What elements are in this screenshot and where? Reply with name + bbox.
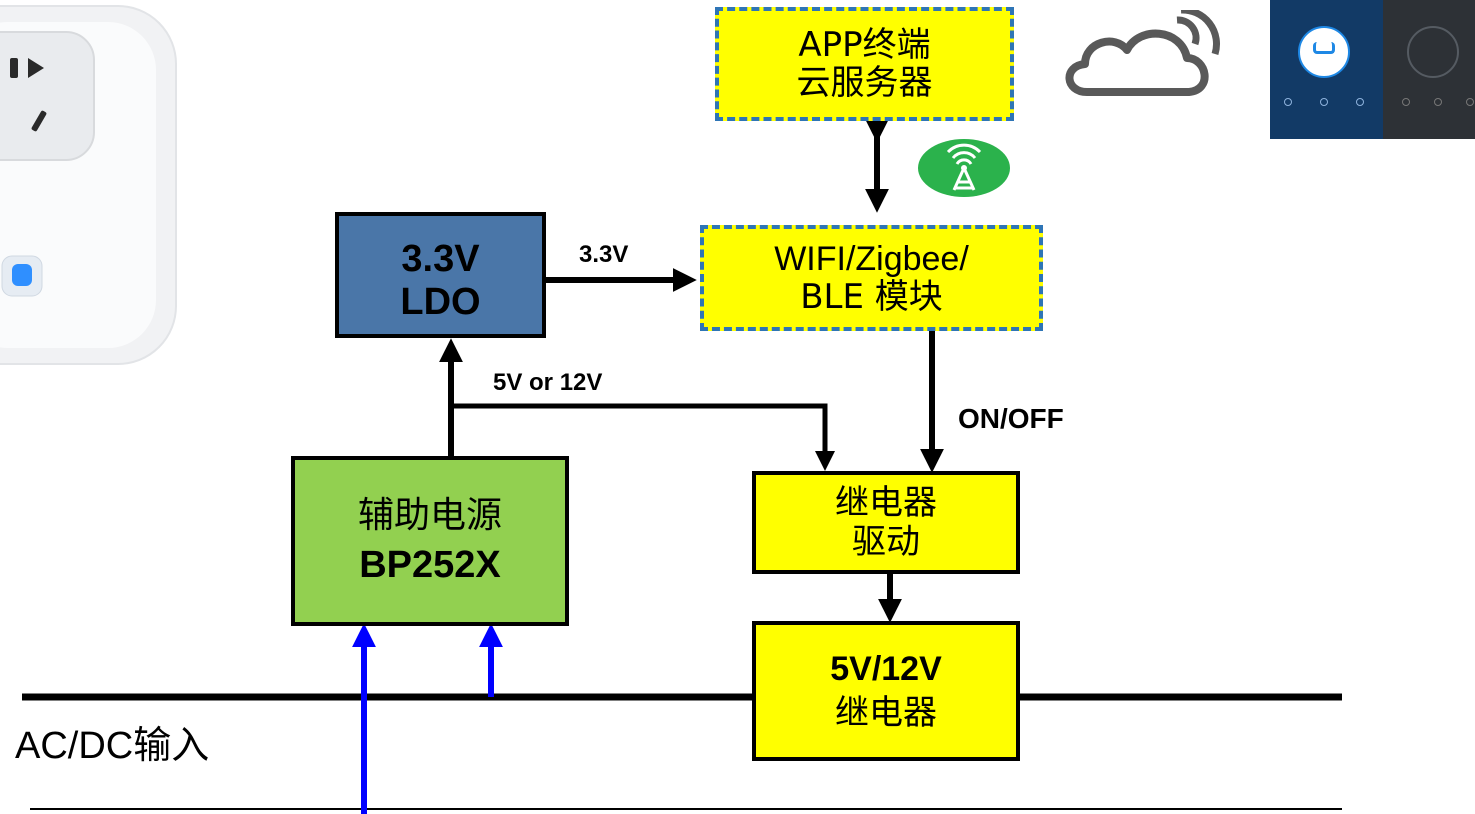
relay-driver-box: 继电器 驱动: [752, 471, 1020, 574]
aux-box-line1: 辅助电源: [357, 494, 502, 536]
smart-plug-image: [0, 5, 177, 365]
wifi-box-line2: BLE 模块: [800, 277, 943, 317]
relay-box: 5V/12V 继电器: [752, 621, 1020, 761]
relay-driver-line1: 继电器: [835, 483, 937, 524]
ac-dc-input-label: AC/DC输入: [15, 725, 210, 767]
app-box-line2: 云服务器: [796, 63, 933, 103]
ldo-box-line1: 3.3V: [401, 238, 480, 280]
app-screenshot: [1270, 0, 1475, 139]
app-cloud-server-box: APP终端 云服务器: [715, 7, 1014, 121]
antenna-icon: [918, 139, 1010, 197]
ldo-output-label: 3.3V: [579, 241, 629, 268]
relay-driver-line2: 驱动: [852, 521, 920, 562]
on-off-label: ON/OFF: [958, 403, 1064, 434]
relay-box-line1: 5V/12V: [830, 649, 942, 688]
ldo-box: 3.3V LDO: [335, 212, 546, 338]
app-box-line1: APP终端: [798, 24, 931, 65]
ldo-box-line2: LDO: [400, 280, 481, 323]
aux-output-label: 5V or 12V: [493, 369, 603, 396]
relay-box-line2: 继电器: [835, 693, 937, 733]
wifi-box-line1: WIFI/Zigbee/: [774, 239, 969, 278]
aux-to-relay-driver-arrow: [451, 403, 835, 471]
cloud-wifi-icon: [1065, 10, 1220, 96]
aux-power-box: 辅助电源 BP252X: [291, 456, 569, 626]
aux-box-line2: BP252X: [359, 543, 501, 586]
wireless-module-box: WIFI/Zigbee/ BLE 模块: [700, 225, 1043, 331]
